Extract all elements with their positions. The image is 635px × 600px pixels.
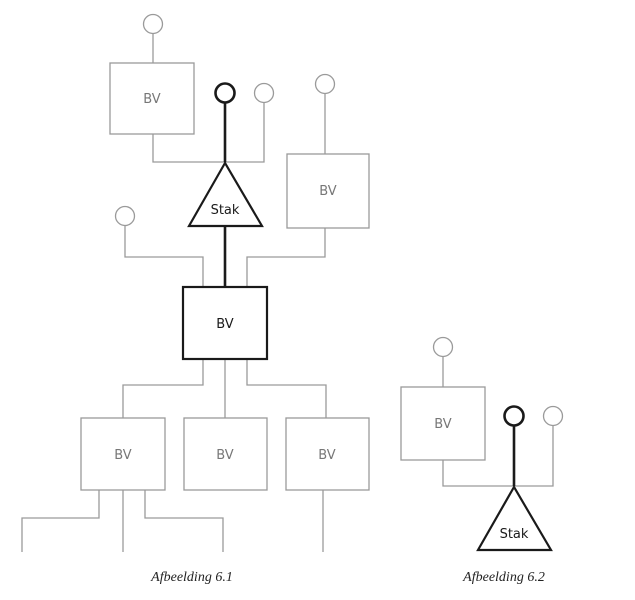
small-circle-fig2-left <box>432 336 454 358</box>
figure-6-2: BV Stak Afbeelding 6.2 <box>400 336 564 585</box>
thin-connectors <box>21 34 327 552</box>
bv-label: BV <box>318 448 336 463</box>
bv-label: BV <box>216 448 234 463</box>
bv-label: BV <box>434 417 452 432</box>
bv-box-center: BV <box>181 285 269 361</box>
caption-figure-6-2: Afbeelding 6.2 <box>462 570 545 585</box>
bv-label: BV <box>143 92 161 107</box>
stak-triangle-fig2: Stak <box>476 484 553 552</box>
bold-circle-top <box>214 82 236 104</box>
caption-figure-6-1: Afbeelding 6.1 <box>150 570 233 585</box>
bv-label: BV <box>319 184 337 199</box>
bv-box-bottom-right: BV <box>285 417 370 491</box>
small-circle-top-left <box>142 13 164 35</box>
small-circle-upper-right <box>314 73 336 95</box>
small-circle-fig2-right <box>542 405 564 427</box>
stak-triangle: Stak <box>187 160 264 228</box>
bv-box-bottom-left: BV <box>80 417 166 491</box>
bold-circle-fig2 <box>503 405 525 427</box>
bv-label: BV <box>114 448 132 463</box>
bv-box-fig2: BV <box>400 386 486 461</box>
bv-label: BV <box>216 317 234 332</box>
thin-connectors-2 <box>442 357 554 487</box>
figure-6-1: BV BV BV BV BV BV Stak Afbeelding 6.1 <box>21 13 370 585</box>
bv-box-bottom-center: BV <box>183 417 268 491</box>
stak-label: Stak <box>500 527 529 542</box>
stak-label: Stak <box>211 203 240 218</box>
small-circle-top-right <box>253 82 275 104</box>
bv-box-upper-right: BV <box>286 153 370 229</box>
bv-box-top-left: BV <box>109 62 195 135</box>
small-circle-left <box>114 205 136 227</box>
